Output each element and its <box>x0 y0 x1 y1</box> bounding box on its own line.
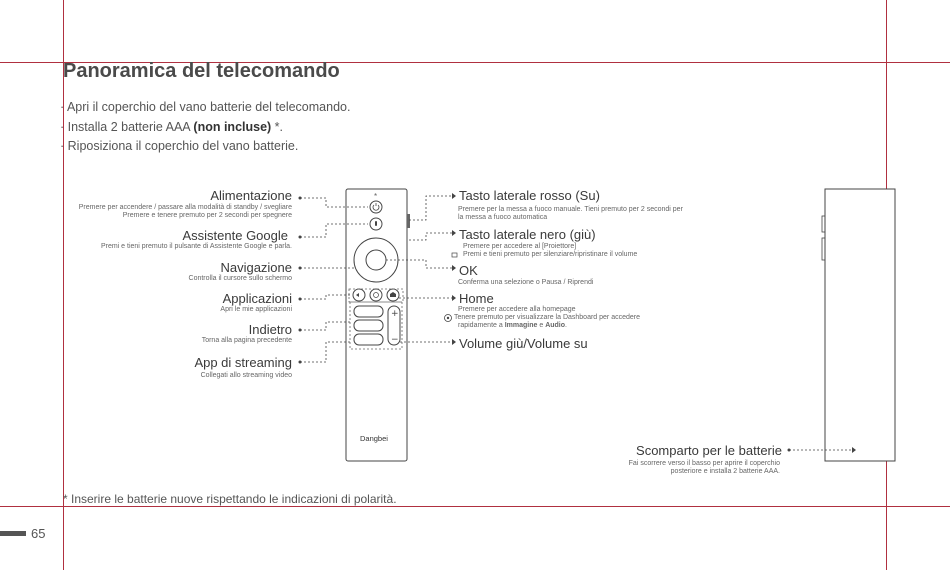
bullet-3: · Riposiziona il coperchio del vano batt… <box>60 139 299 153</box>
desc-google-assistant: Premi e tieni premuto il pulsante di Ass… <box>100 243 292 250</box>
power-icon <box>372 203 380 211</box>
desc-power-2: Premere e tenere premuto per 2 secondi p… <box>122 212 292 219</box>
page-number-bar <box>0 531 26 536</box>
back-side-button-1 <box>821 215 826 233</box>
label-google-assistant: Assistente Google <box>182 228 288 243</box>
home-icon <box>390 292 396 297</box>
streaming-button-2 <box>353 319 384 332</box>
label-red-side-key: Tasto laterale rosso (Su) <box>459 188 600 203</box>
desc-applications: Apri le mie applicazioni <box>220 306 292 313</box>
back-icon <box>356 293 359 297</box>
desc-home-3: rapidamente a Immagine e Audio. <box>458 322 567 329</box>
desc-battery-compartment: Fai scorrere verso il basso per aprire i… <box>628 460 780 467</box>
desc-red-side-key-2: la messa a fuoco automatica <box>458 214 548 221</box>
mute-icon <box>451 252 458 258</box>
crop-line-left <box>63 0 64 570</box>
label-navigation: Navigazione <box>220 260 292 275</box>
label-black-side-key: Tasto laterale nero (giù) <box>459 227 596 242</box>
page-number: 65 <box>31 526 46 541</box>
top-buttons-box <box>348 288 404 303</box>
desc-streaming-apps: Collegati allo streaming video <box>200 372 292 379</box>
desc-black-side-key: Premere per accedere al [Proiettore] <box>463 243 577 250</box>
crop-line-top <box>0 62 950 63</box>
page-title: Panoramica del telecomando <box>63 60 340 82</box>
remote-brand: Dangbei <box>360 434 388 443</box>
label-applications: Applicazioni <box>222 291 292 306</box>
volume-minus-icon: − <box>391 335 399 345</box>
footnote: * Inserire le batterie nuove rispettando… <box>63 492 397 506</box>
power-button <box>369 200 383 214</box>
desc-battery-compartment-2: posteriore e installa 2 batterie AAA. <box>670 468 780 475</box>
desc-power: Premere per accendere / passare alla mod… <box>78 204 292 211</box>
volume-rocker <box>387 305 401 346</box>
side-button-red <box>407 214 410 228</box>
mic-icon <box>375 221 377 226</box>
label-streaming-apps: App di streaming <box>194 355 292 370</box>
streaming-button-3 <box>353 333 384 346</box>
bullet-1: · Apri il coperchio del vano batterie de… <box>60 100 351 114</box>
label-battery-compartment: Scomparto per le batterie <box>636 443 782 458</box>
desc-black-side-key-2: Premi e tieni premuto per silenziare/rip… <box>463 251 638 258</box>
desc-red-side-key: Premere per la messa a fuoco manuale. Ti… <box>458 206 683 213</box>
bullet-2: · Installa 2 batterie AAA (non incluse) … <box>60 120 284 134</box>
label-volume: Volume giù/Volume su <box>459 336 588 351</box>
label-power: Alimentazione <box>210 188 292 203</box>
apps-icon <box>373 292 379 298</box>
desc-navigation: Controlla il cursore sullo schermo <box>188 275 292 282</box>
label-back: Indietro <box>248 322 292 337</box>
back-side-button-2 <box>821 237 826 261</box>
ok-button <box>365 249 387 271</box>
streaming-button-1 <box>353 305 384 318</box>
apps-button <box>369 288 383 302</box>
remote-back-view <box>824 188 896 462</box>
label-ok: OK <box>459 263 478 278</box>
remote-asterisk: * <box>374 192 378 201</box>
desc-home: Premere per accedere alla homepage <box>458 306 576 313</box>
crop-line-bottom <box>0 506 950 507</box>
volume-plus-icon: + <box>391 309 399 319</box>
dashboard-icon <box>444 314 452 322</box>
desc-ok: Conferma una selezione o Pausa / Riprend… <box>458 279 594 286</box>
label-home: Home <box>459 291 494 306</box>
desc-back: Torna alla pagina precedente <box>201 337 292 344</box>
desc-home-2: Tenere premuto per visualizzare la Dashb… <box>454 314 640 321</box>
